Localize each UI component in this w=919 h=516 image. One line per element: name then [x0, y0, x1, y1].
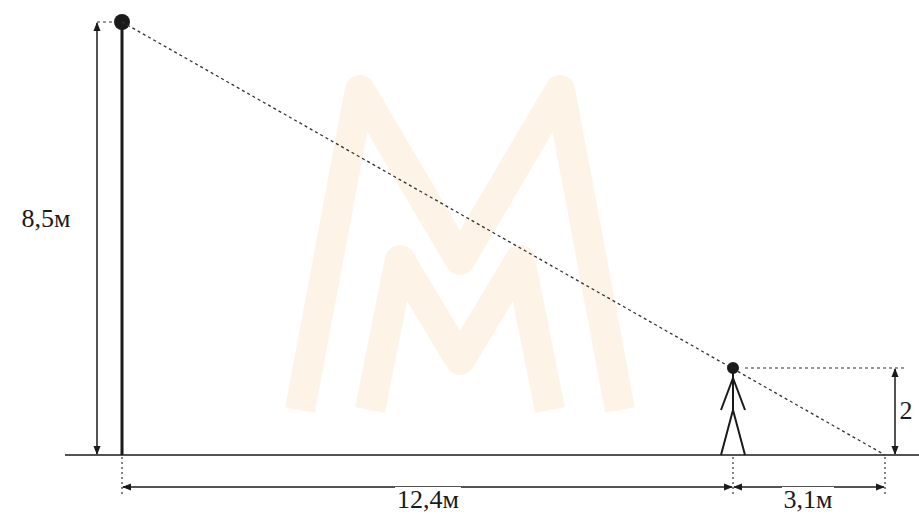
dimension-label: 8,5м [20, 206, 73, 232]
extension-lines [122, 457, 885, 495]
dimension-label: 3,1м [782, 487, 835, 513]
height-guide [745, 367, 905, 368]
dimension-label: 2 [898, 398, 915, 424]
dimension-label: 12,4м [395, 487, 461, 513]
dimension-line [96, 23, 98, 454]
dimension-line [894, 369, 896, 454]
lamp-post [121, 24, 124, 455]
ground-line [65, 454, 919, 456]
light-ray [122, 22, 885, 455]
height-guide [97, 21, 116, 22]
watermark-logo [300, 90, 620, 410]
person-figure [721, 363, 745, 455]
